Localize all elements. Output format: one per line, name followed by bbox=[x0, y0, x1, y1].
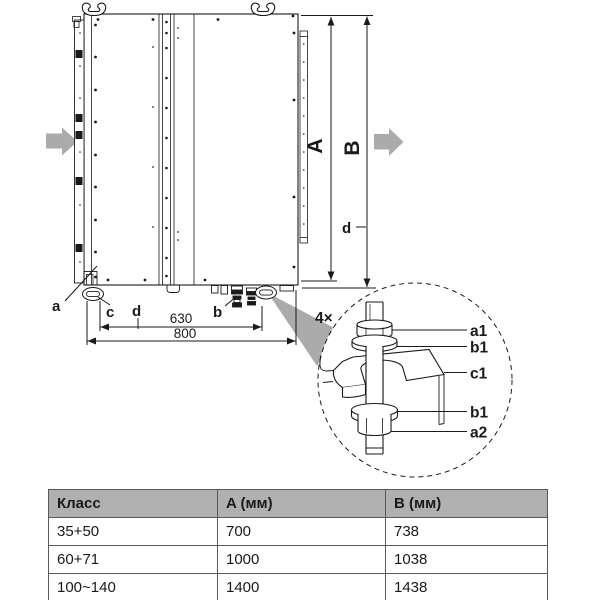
table-header-row: Класс A (мм) B (мм) bbox=[48, 489, 548, 518]
cell-b: 1038 bbox=[385, 545, 548, 574]
cell-class: 100~140 bbox=[48, 573, 218, 600]
airflow-arrow-right bbox=[374, 128, 404, 156]
dimensions-table: Класс A (мм) B (мм) 35+50 700 738 60+71 … bbox=[48, 489, 548, 600]
anchor-bolt-detail bbox=[319, 301, 445, 455]
dimension-lines bbox=[86, 15, 376, 345]
left-side-panel bbox=[72, 16, 85, 284]
table-row: 35+50 700 738 bbox=[48, 517, 548, 546]
cell-a: 1400 bbox=[217, 573, 386, 600]
detail-leader-lines bbox=[391, 329, 467, 433]
label-c: c bbox=[106, 304, 114, 321]
right-side-panel bbox=[299, 30, 308, 244]
label-c1: c1 bbox=[470, 366, 488, 383]
label-a1: a1 bbox=[470, 323, 488, 340]
label-a: a bbox=[52, 298, 61, 315]
table-row: 60+71 1000 1038 bbox=[48, 545, 548, 574]
dim-800-text: 800 bbox=[174, 326, 197, 341]
screw-dots bbox=[79, 14, 305, 282]
mounting-foot-top-left bbox=[81, 2, 107, 17]
washer-b1-top bbox=[351, 334, 398, 353]
leader-lines bbox=[64, 265, 238, 307]
dim-630-text: 630 bbox=[170, 311, 193, 326]
airflow-arrow-left bbox=[46, 127, 78, 156]
label-b: b bbox=[213, 304, 222, 321]
col-header-a-mm: A (мм) bbox=[217, 489, 386, 518]
table-row: 100~140 1400 1438 bbox=[48, 573, 548, 600]
label-multiplier: 4× bbox=[315, 310, 333, 327]
nut-a2 bbox=[357, 414, 392, 437]
stop-valves bbox=[231, 285, 257, 308]
dim-A-text: A bbox=[304, 138, 327, 153]
label-d-right: d bbox=[342, 220, 351, 237]
dim-B-text: B bbox=[341, 140, 364, 155]
col-header-b-mm: B (мм) bbox=[385, 489, 548, 518]
cell-class: 35+50 bbox=[48, 517, 218, 546]
cell-b: 1438 bbox=[385, 573, 548, 600]
cell-class: 60+71 bbox=[48, 545, 218, 574]
col-header-class: Класс bbox=[48, 489, 218, 518]
cell-b: 738 bbox=[385, 517, 548, 546]
label-b1-top: b1 bbox=[470, 340, 488, 357]
label-d-bottom: d bbox=[132, 303, 141, 320]
installation-diagram: a c d b 630 800 A B d 4× bbox=[46, 2, 513, 478]
mounting-foot-top-right bbox=[250, 2, 276, 17]
outdoor-unit bbox=[72, 2, 308, 308]
label-b1-bottom: b1 bbox=[470, 405, 488, 422]
bracket-c1 bbox=[319, 348, 445, 425]
label-a2: a2 bbox=[470, 425, 487, 442]
mounting-foot-bottom-right bbox=[255, 285, 277, 300]
cell-a: 700 bbox=[217, 517, 386, 546]
cell-a: 1000 bbox=[217, 545, 386, 574]
